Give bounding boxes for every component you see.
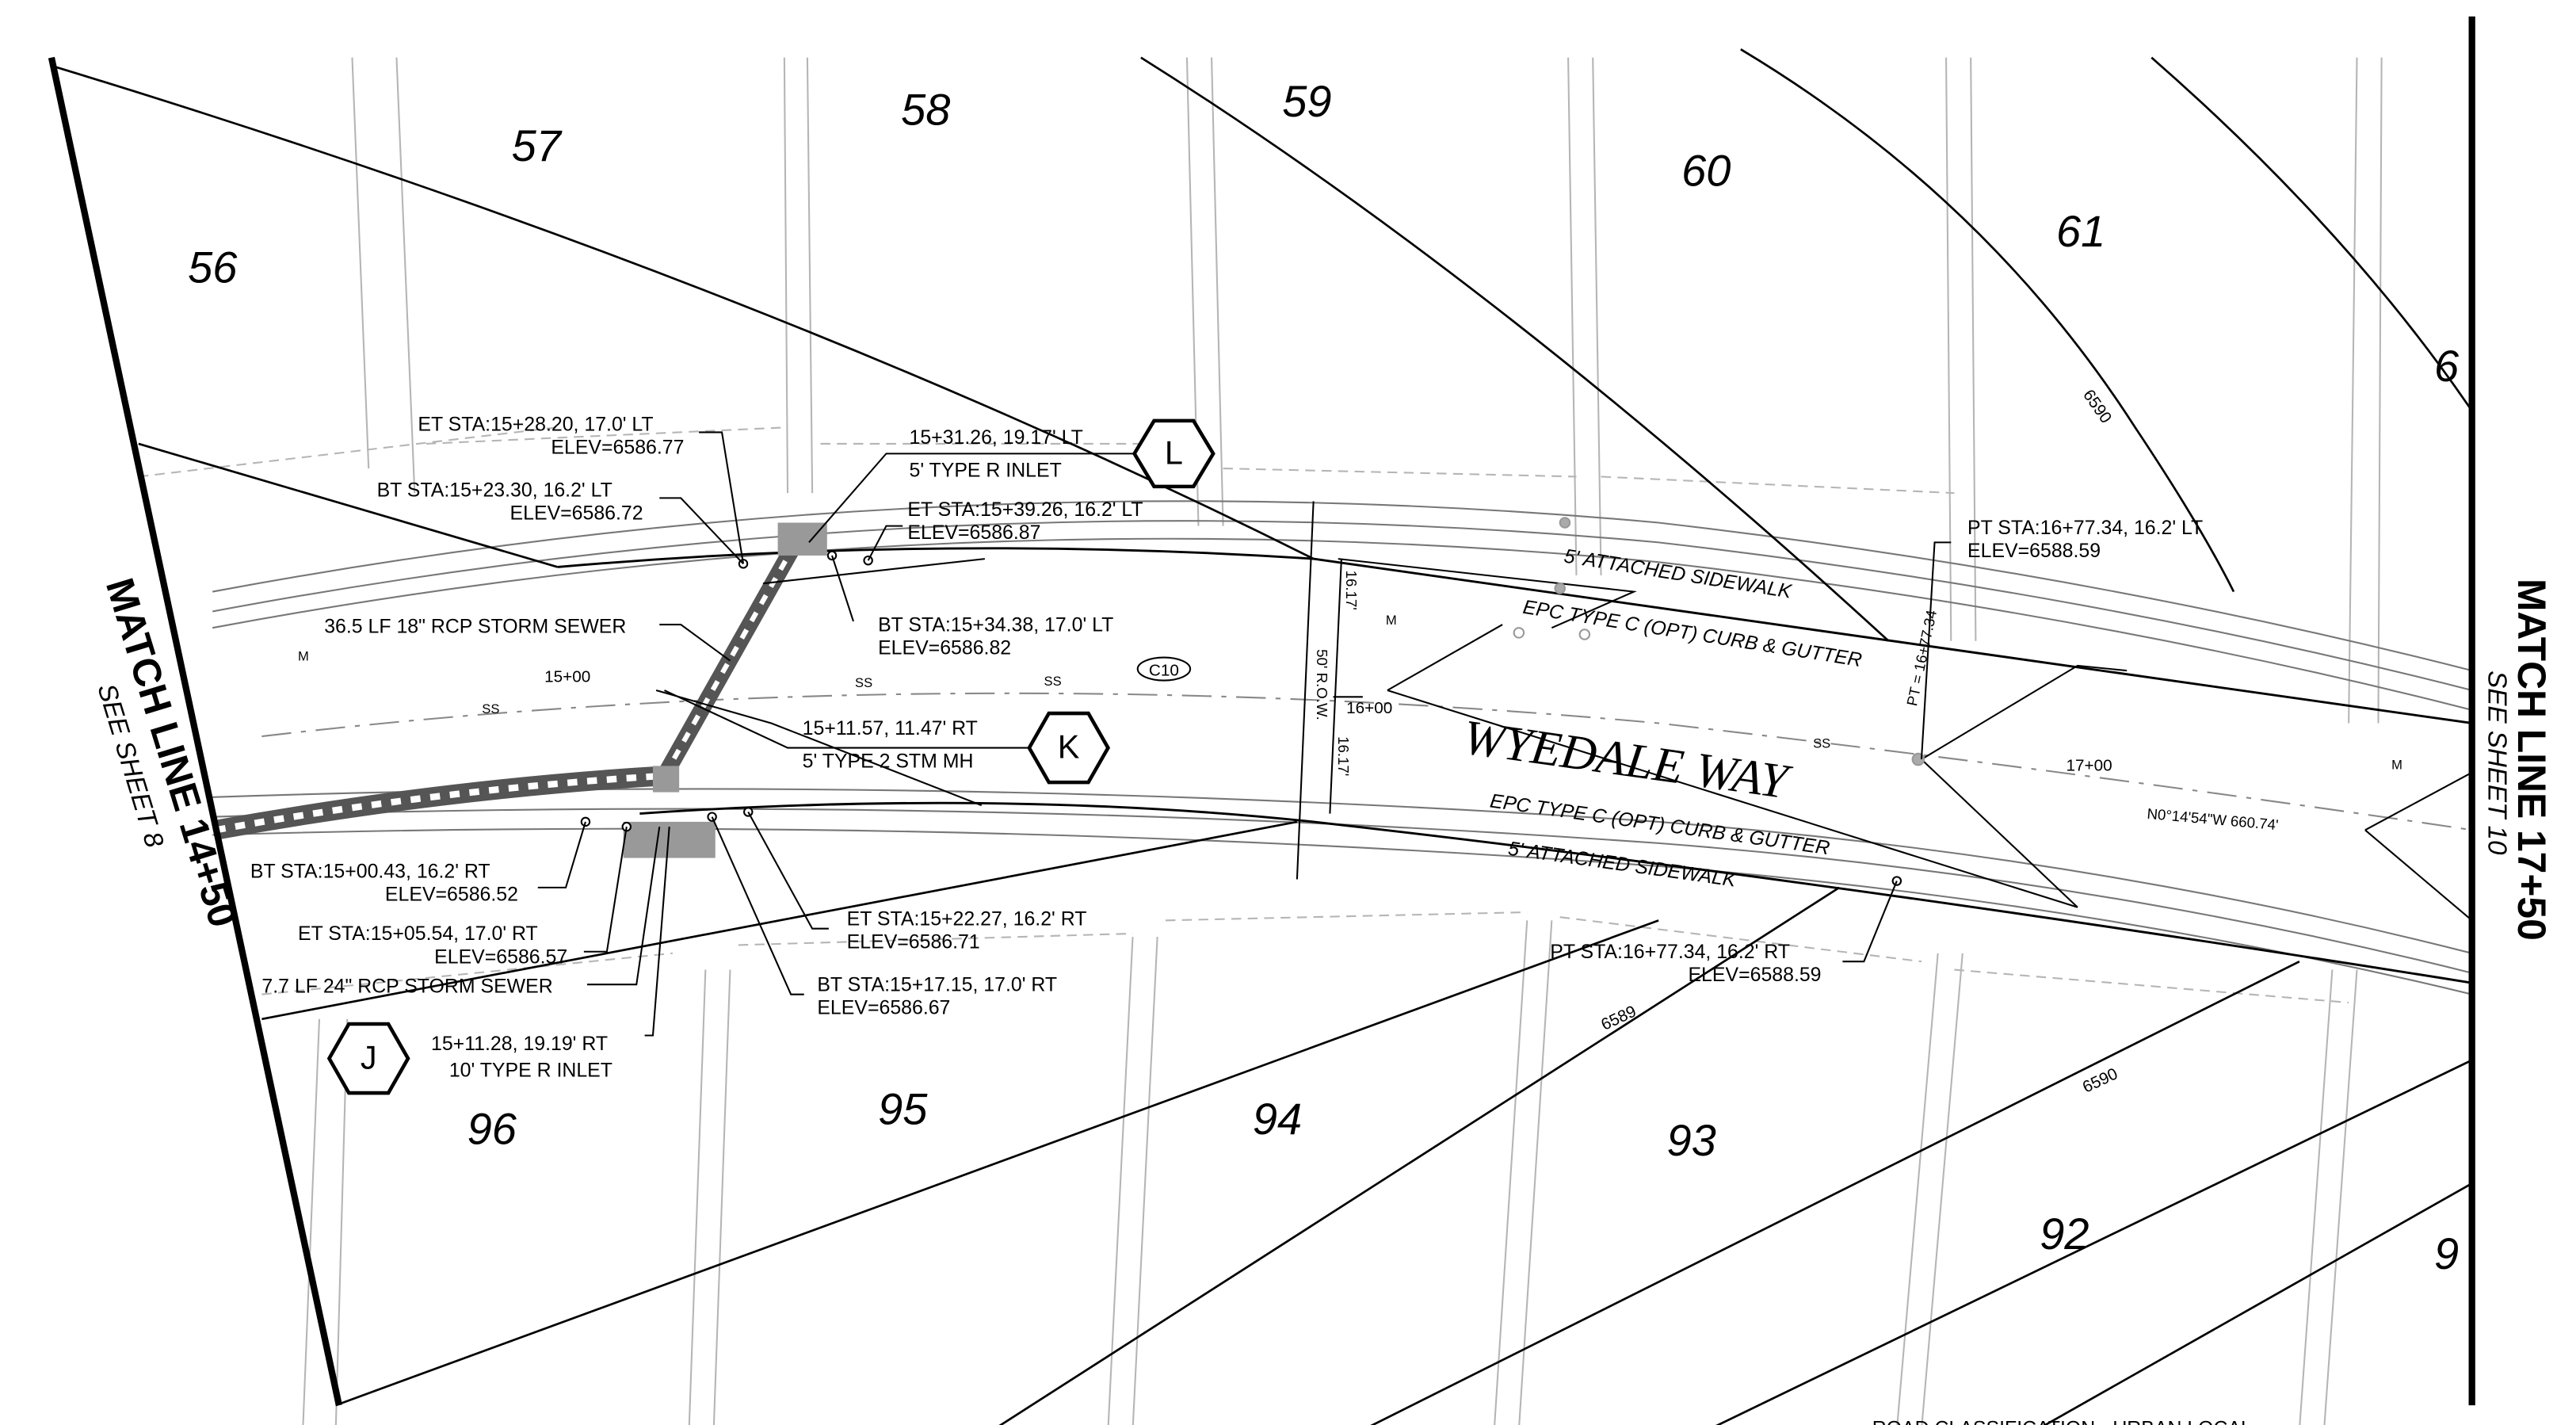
curve-tag: C10: [1136, 656, 1192, 682]
match-line-left: MATCH LINE 14+50 SEE SHEET 8: [91, 573, 246, 932]
callout-bt-1523-elev: ELEV=6586.72: [510, 502, 643, 524]
callout-bt-1517-elev: ELEV=6586.67: [817, 997, 950, 1019]
storm-pipe-24: [214, 766, 666, 840]
row-width: 50' R.O.W.: [1314, 649, 1330, 720]
bearing-distance: N0°14'54"W 660.74': [2147, 805, 2280, 833]
lot-numbers: 56 57 58 59 60 61 6 96 95 94 93 92 9: [188, 76, 2460, 1278]
callout-pt-north: PT STA:16+77.34, 16.2' LT: [1967, 517, 2203, 539]
storm-pipe-18: [657, 538, 803, 780]
callout-pt-south-elev: ELEV=6588.59: [1688, 964, 1821, 986]
inlet-l-box: [777, 522, 827, 556]
callout-bt-1500: BT STA:15+00.43, 16.2' RT: [250, 860, 490, 882]
match-line-right-title: MATCH LINE 17+50: [2509, 579, 2554, 941]
ss-mark: SS: [1044, 674, 1062, 689]
callout-bt-1534-elev: ELEV=6586.82: [878, 636, 1011, 659]
callout-bt-1534: BT STA:15+34.38, 17.0' LT: [878, 613, 1113, 636]
callout-mh-k-type: 5' TYPE 2 STM MH: [803, 750, 974, 772]
match-line-borders: [48, 16, 2475, 1406]
flares: [655, 558, 2473, 922]
callout-inlet-l-sta: 15+31.26, 19.17' LT: [909, 426, 1082, 449]
station-17: 17+00: [2066, 757, 2112, 775]
ss-mark: SS: [1813, 736, 1830, 751]
lot-58: 58: [901, 85, 950, 135]
station-16: 16+00: [1346, 699, 1392, 717]
row-half-south: 16.17': [1335, 736, 1352, 776]
station-15: 15+00: [544, 668, 590, 686]
m-mark: M: [2391, 758, 2402, 773]
row-half-north: 16.17': [1343, 571, 1360, 610]
lot-9-partial: 9: [2434, 1228, 2459, 1278]
marker-k-label: K: [1058, 728, 1080, 766]
callout-inlet-j-sta: 15+11.28, 19.19' RT: [431, 1033, 608, 1055]
callout-pt-south: PT STA:16+77.34, 16.2' RT: [1550, 941, 1790, 963]
callout-inlet-l-type: 5' TYPE R INLET: [909, 459, 1061, 481]
ss-mark: SS: [482, 701, 499, 716]
callout-et-1522-elev: ELEV=6586.71: [847, 931, 980, 953]
curb-north-label: EPC TYPE C (OPT) CURB & GUTTER: [1521, 596, 1864, 671]
pt-vertical: PT = 16+77.34: [1903, 609, 1940, 708]
curb-heavy: [557, 547, 2472, 984]
marker-j: J: [326, 1022, 410, 1095]
centerline: [261, 692, 2472, 831]
lot-96: 96: [467, 1103, 517, 1153]
lot-61: 61: [2056, 206, 2105, 256]
callout-rcp-24: 7.7 LF 24" RCP STORM SEWER: [261, 976, 552, 998]
match-line-right: MATCH LINE 17+50 SEE SHEET 10: [2482, 579, 2553, 941]
m-mark: M: [1386, 613, 1397, 628]
callout-inlet-j-type: 10' TYPE R INLET: [449, 1059, 613, 1081]
row-dimension: [1296, 501, 1363, 880]
utility-marks: SS SS SS SS M M M: [298, 613, 2402, 772]
callout-et-1505: ET STA:15+05.54, 17.0' RT: [298, 923, 538, 945]
lot-95: 95: [878, 1083, 928, 1133]
marker-l: L: [1132, 418, 1215, 489]
match-line-right-sub: SEE SHEET 10: [2482, 670, 2511, 855]
callout-rcp-18: 36.5 LF 18" RCP STORM SEWER: [324, 615, 626, 637]
marker-j-label: J: [361, 1039, 377, 1076]
lot-60: 60: [1681, 145, 1731, 195]
callouts: ET STA:15+28.20, 17.0' LT ELEV=6586.77 B…: [250, 413, 2203, 1081]
lot-59: 59: [1282, 76, 1331, 126]
callout-bt-1523: BT STA:15+23.30, 16.2' LT: [377, 479, 613, 501]
ss-mark: SS: [855, 675, 872, 690]
callout-et-1539-elev: ELEV=6586.87: [907, 521, 1040, 544]
lot-56: 56: [188, 243, 238, 292]
leader-lines: [537, 431, 1952, 1037]
marker-l-label: L: [1165, 434, 1183, 471]
sidewalk-south-label: 5' ATTACHED SIDEWALK: [1507, 838, 1738, 892]
boundary-lines: [51, 48, 2473, 1425]
callout-bt-1500-elev: ELEV=6586.52: [385, 883, 518, 905]
lot-92: 92: [2040, 1209, 2089, 1259]
m-mark: M: [298, 649, 309, 664]
callout-mh-k-sta: 15+11.57, 11.47' RT: [803, 717, 978, 739]
callout-et-1505-elev: ELEV=6586.57: [434, 946, 567, 968]
callout-et-1539: ET STA:15+39.26, 16.2' LT: [907, 499, 1143, 521]
callout-et-1528-elev: ELEV=6586.77: [551, 436, 684, 458]
callout-et-1522: ET STA:15+22.27, 16.2' RT: [847, 908, 1087, 930]
lot-lines: [138, 57, 2383, 1425]
callout-pt-north-elev: ELEV=6588.59: [1967, 540, 2101, 562]
curve-label: C10: [1149, 661, 1179, 679]
lot-93: 93: [1667, 1115, 1716, 1165]
lot-57: 57: [512, 120, 563, 170]
lot-94: 94: [1253, 1094, 1302, 1144]
road-classification: ROAD CLASSIFICATION - URBAN LOCAL: [1872, 1417, 2252, 1425]
manhole-k: [652, 766, 680, 793]
callout-bt-1517: BT STA:15+17.15, 17.0' RT: [817, 974, 1057, 996]
contour-6590-north: 6590: [2079, 386, 2115, 426]
callout-et-1528: ET STA:15+28.20, 17.0' LT: [418, 413, 653, 435]
marker-k: K: [1027, 711, 1111, 785]
lot-6-partial: 6: [2434, 341, 2460, 391]
